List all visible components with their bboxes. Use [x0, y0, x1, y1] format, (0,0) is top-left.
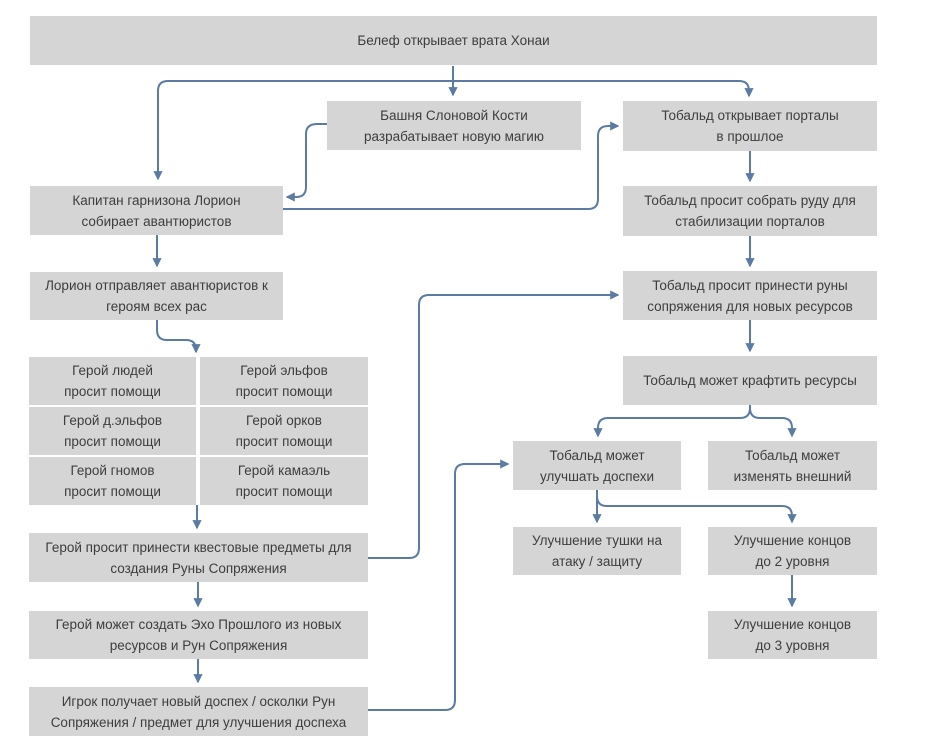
node-tobald-upgrade: Тобальд может улучшать доспехи — [513, 441, 681, 490]
node-hero-dwarves: Герой гномов просит помощи — [29, 457, 196, 505]
edge-quest-items-tobald-runes — [368, 290, 620, 559]
node-echo: Герой может создать Эхо Прошлого из новы… — [29, 611, 368, 659]
node-tobald-ore: Тобальд просит собрать руду для стабилиз… — [623, 186, 877, 236]
node-tobald-appearance: Тобальд может изменять внешний — [708, 441, 877, 490]
node-hero-darkelves: Герой д.эльфов просит помощи — [29, 407, 196, 455]
node-ends-lvl2: Улучшение концов до 2 уровня — [708, 527, 877, 575]
node-tower: Башня Слоновой Кости разрабатывает новую… — [327, 101, 581, 150]
node-hero-humans: Герой людей просит помощи — [29, 357, 196, 405]
node-tobald-craft: Тобальд может крафтить ресурсы — [623, 356, 877, 405]
node-body-upgrade: Улучшение тушки на атаку / защиту — [513, 527, 681, 575]
node-tobald-runes: Тобальд просит принести руны сопряжения … — [623, 271, 877, 320]
node-player-reward: Игрок получает новый доспех / осколки Ру… — [29, 687, 368, 736]
node-hero-kamael: Герой камаэль просит помощи — [200, 457, 368, 505]
node-lorion: Лорион отправляет авантюристов к героям … — [30, 272, 283, 320]
edge-tobald-craft-tobald-upgrade — [593, 405, 751, 438]
node-hero-orcs: Герой орков просит помощи — [200, 407, 368, 455]
edge-tower-captain — [285, 123, 327, 202]
node-hero-elves: Герой эльфов просит помощи — [200, 357, 368, 405]
edge-belef-tobald-portals — [453, 80, 754, 98]
edge-player-reward-tobald-upgrade — [368, 459, 510, 711]
edge-lorion-hero-grid — [156, 320, 201, 354]
edge-tobald-craft-tobald-appearance — [749, 405, 797, 438]
node-belef: Белеф открывает врата Хонаи — [30, 16, 877, 65]
node-quest-items: Герой просит принести квестовые предметы… — [29, 533, 368, 582]
node-tobald-portals: Тобальд открывает порталы в прошлое — [623, 101, 877, 151]
edge-tobald-upgrade-ends-lvl2 — [596, 490, 797, 524]
node-captain: Капитан гарнизона Лорион собирает авантю… — [30, 186, 283, 235]
node-ends-lvl3: Улучшение концов до 3 уровня — [708, 611, 877, 659]
